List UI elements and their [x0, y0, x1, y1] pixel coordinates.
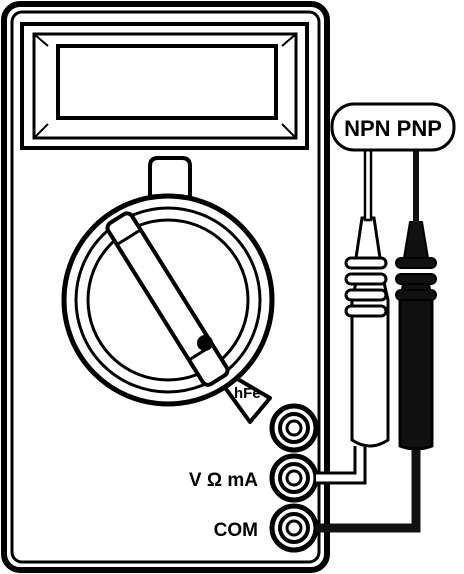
hfe-label: hFe: [234, 385, 261, 402]
npn-pnp-label: NPN PNP: [344, 116, 442, 141]
dial-indicator-dot: [197, 335, 213, 351]
transistor-socket[interactable]: NPN PNP: [330, 102, 456, 152]
red-test-lead: [316, 138, 390, 485]
v-ohm-ma-label: V Ω mA: [189, 470, 258, 491]
black-test-lead: [316, 140, 437, 533]
lcd-screen: [56, 44, 278, 120]
com-jack[interactable]: [269, 503, 319, 553]
com-label: COM: [214, 520, 258, 541]
v-ohm-ma-jack[interactable]: [269, 453, 319, 503]
hfe-jack[interactable]: [269, 403, 319, 453]
rotary-selector-dial[interactable]: [61, 156, 275, 424]
